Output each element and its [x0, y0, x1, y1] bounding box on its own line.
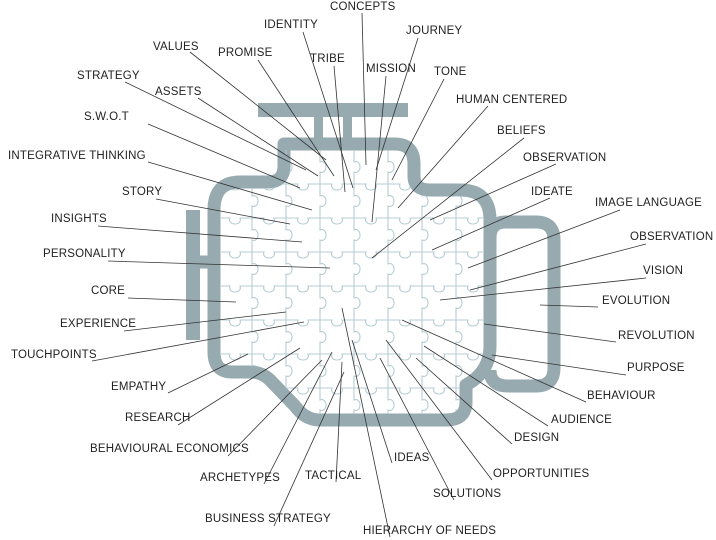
leader-line [177, 347, 301, 426]
label-research: RESEARCH [125, 412, 191, 424]
leader-line [391, 78, 445, 181]
label-beliefs: BELIEFS [497, 125, 546, 137]
label-group: CONCEPTS IDENTITY JOURNEY VALUES PROMISE… [8, 1, 713, 537]
label-design: DESIGN [514, 432, 559, 444]
label-purpose: PURPOSE [627, 362, 685, 374]
leader-line [439, 277, 647, 301]
label-audience: AUDIENCE [551, 414, 612, 426]
label-concepts: CONCEPTS [330, 1, 396, 13]
leader-line [333, 65, 346, 193]
label-ideas: IDEAS [394, 452, 430, 464]
label-archetypes: ARCHETYPES [200, 472, 280, 484]
leader-line [91, 321, 305, 362]
leader-line [263, 351, 333, 485]
leader-line [467, 209, 621, 269]
leader-line [429, 163, 557, 221]
label-values: VALUES [153, 41, 199, 53]
leader-line [491, 354, 627, 376]
label-observation-1: OBSERVATION [523, 152, 606, 164]
label-business-strategy: BUSINESS STRATEGY [205, 513, 331, 525]
leader-line [189, 51, 327, 161]
leader-line [423, 345, 549, 427]
label-personality: PERSONALITY [43, 248, 126, 260]
leader-line [469, 243, 647, 291]
engine-left-bar [186, 210, 200, 340]
leader-line [155, 198, 291, 225]
label-mission: MISSION [366, 63, 416, 75]
label-image-language: IMAGE LANGUAGE [595, 197, 702, 209]
leader-line [227, 359, 323, 457]
label-empathy: EMPATHY [111, 381, 166, 393]
label-strategy: STRATEGY [77, 70, 140, 82]
leader-line [371, 137, 525, 259]
label-experience: EXPERIENCE [60, 318, 136, 330]
label-revolution: REVOLUTION [618, 330, 695, 342]
puzzle-line [220, 251, 484, 259]
leader-line [147, 161, 313, 211]
engine-neck-left [314, 117, 323, 141]
engine-right-loop [483, 215, 561, 393]
leader-line [397, 105, 489, 209]
leader-line [257, 59, 335, 177]
label-behaviour: BEHAVIOUR [587, 390, 656, 402]
label-tactical: TACTICAL [305, 470, 362, 482]
leader-line [351, 339, 393, 464]
engine-neck-right [343, 117, 352, 141]
leader-line [302, 31, 354, 189]
label-journey: JOURNEY [406, 25, 462, 37]
leader-line [123, 311, 287, 332]
label-integrative-thinking: INTEGRATIVE THINKING [8, 150, 146, 162]
label-identity: IDENTITY [264, 19, 318, 31]
label-ideate: IDEATE [531, 186, 573, 198]
label-tone: TONE [434, 66, 467, 78]
leader-line [197, 97, 319, 177]
leader-line [431, 197, 551, 251]
leader-line [97, 225, 303, 243]
puzzle-line [220, 319, 484, 327]
leader-line [379, 357, 455, 501]
puzzle-line [220, 285, 484, 293]
puzzle-line [220, 217, 484, 225]
label-behavioural-economics: BEHAVIOURAL ECONOMICS [90, 443, 249, 455]
engine-body [207, 137, 497, 427]
label-swot: S.W.O.T [84, 111, 129, 123]
leader-line [483, 323, 617, 343]
label-opportunities: OPPORTUNITIES [493, 468, 589, 480]
label-hierarchy-of-needs: HIERARCHY OF NEEDS [363, 525, 496, 537]
leader-line [273, 371, 345, 527]
leader-line [415, 357, 513, 445]
leader-line [107, 260, 331, 269]
leader-line [124, 81, 307, 171]
label-observation-2: OBSERVATION [630, 231, 713, 243]
leader-line [375, 37, 419, 171]
label-touchpoints: TOUCHPOINTS [11, 349, 97, 361]
leader-line [401, 319, 587, 403]
leader-line [127, 297, 237, 303]
label-assets: ASSETS [155, 86, 202, 98]
puzzle-grid [220, 150, 484, 414]
label-promise: PROMISE [218, 47, 273, 59]
label-story: STORY [122, 186, 162, 198]
leader-line [361, 12, 367, 166]
label-solutions: SOLUTIONS [433, 488, 501, 500]
leader-lines [91, 12, 647, 538]
engine-top-bar [258, 103, 408, 117]
leader-line [539, 304, 599, 308]
leader-line [385, 339, 493, 481]
label-evolution: EVOLUTION [602, 295, 670, 307]
engine-shape [186, 103, 561, 427]
label-human-centered: HUMAN CENTERED [456, 94, 567, 106]
label-tribe: TRIBE [310, 53, 345, 65]
leader-line [167, 353, 249, 394]
leader-line [335, 361, 343, 483]
label-vision: VISION [643, 265, 683, 277]
leader-line [147, 123, 301, 189]
leader-line [341, 307, 391, 538]
label-core: CORE [91, 285, 125, 297]
label-insights: INSIGHTS [51, 213, 107, 225]
leader-line [371, 75, 387, 223]
